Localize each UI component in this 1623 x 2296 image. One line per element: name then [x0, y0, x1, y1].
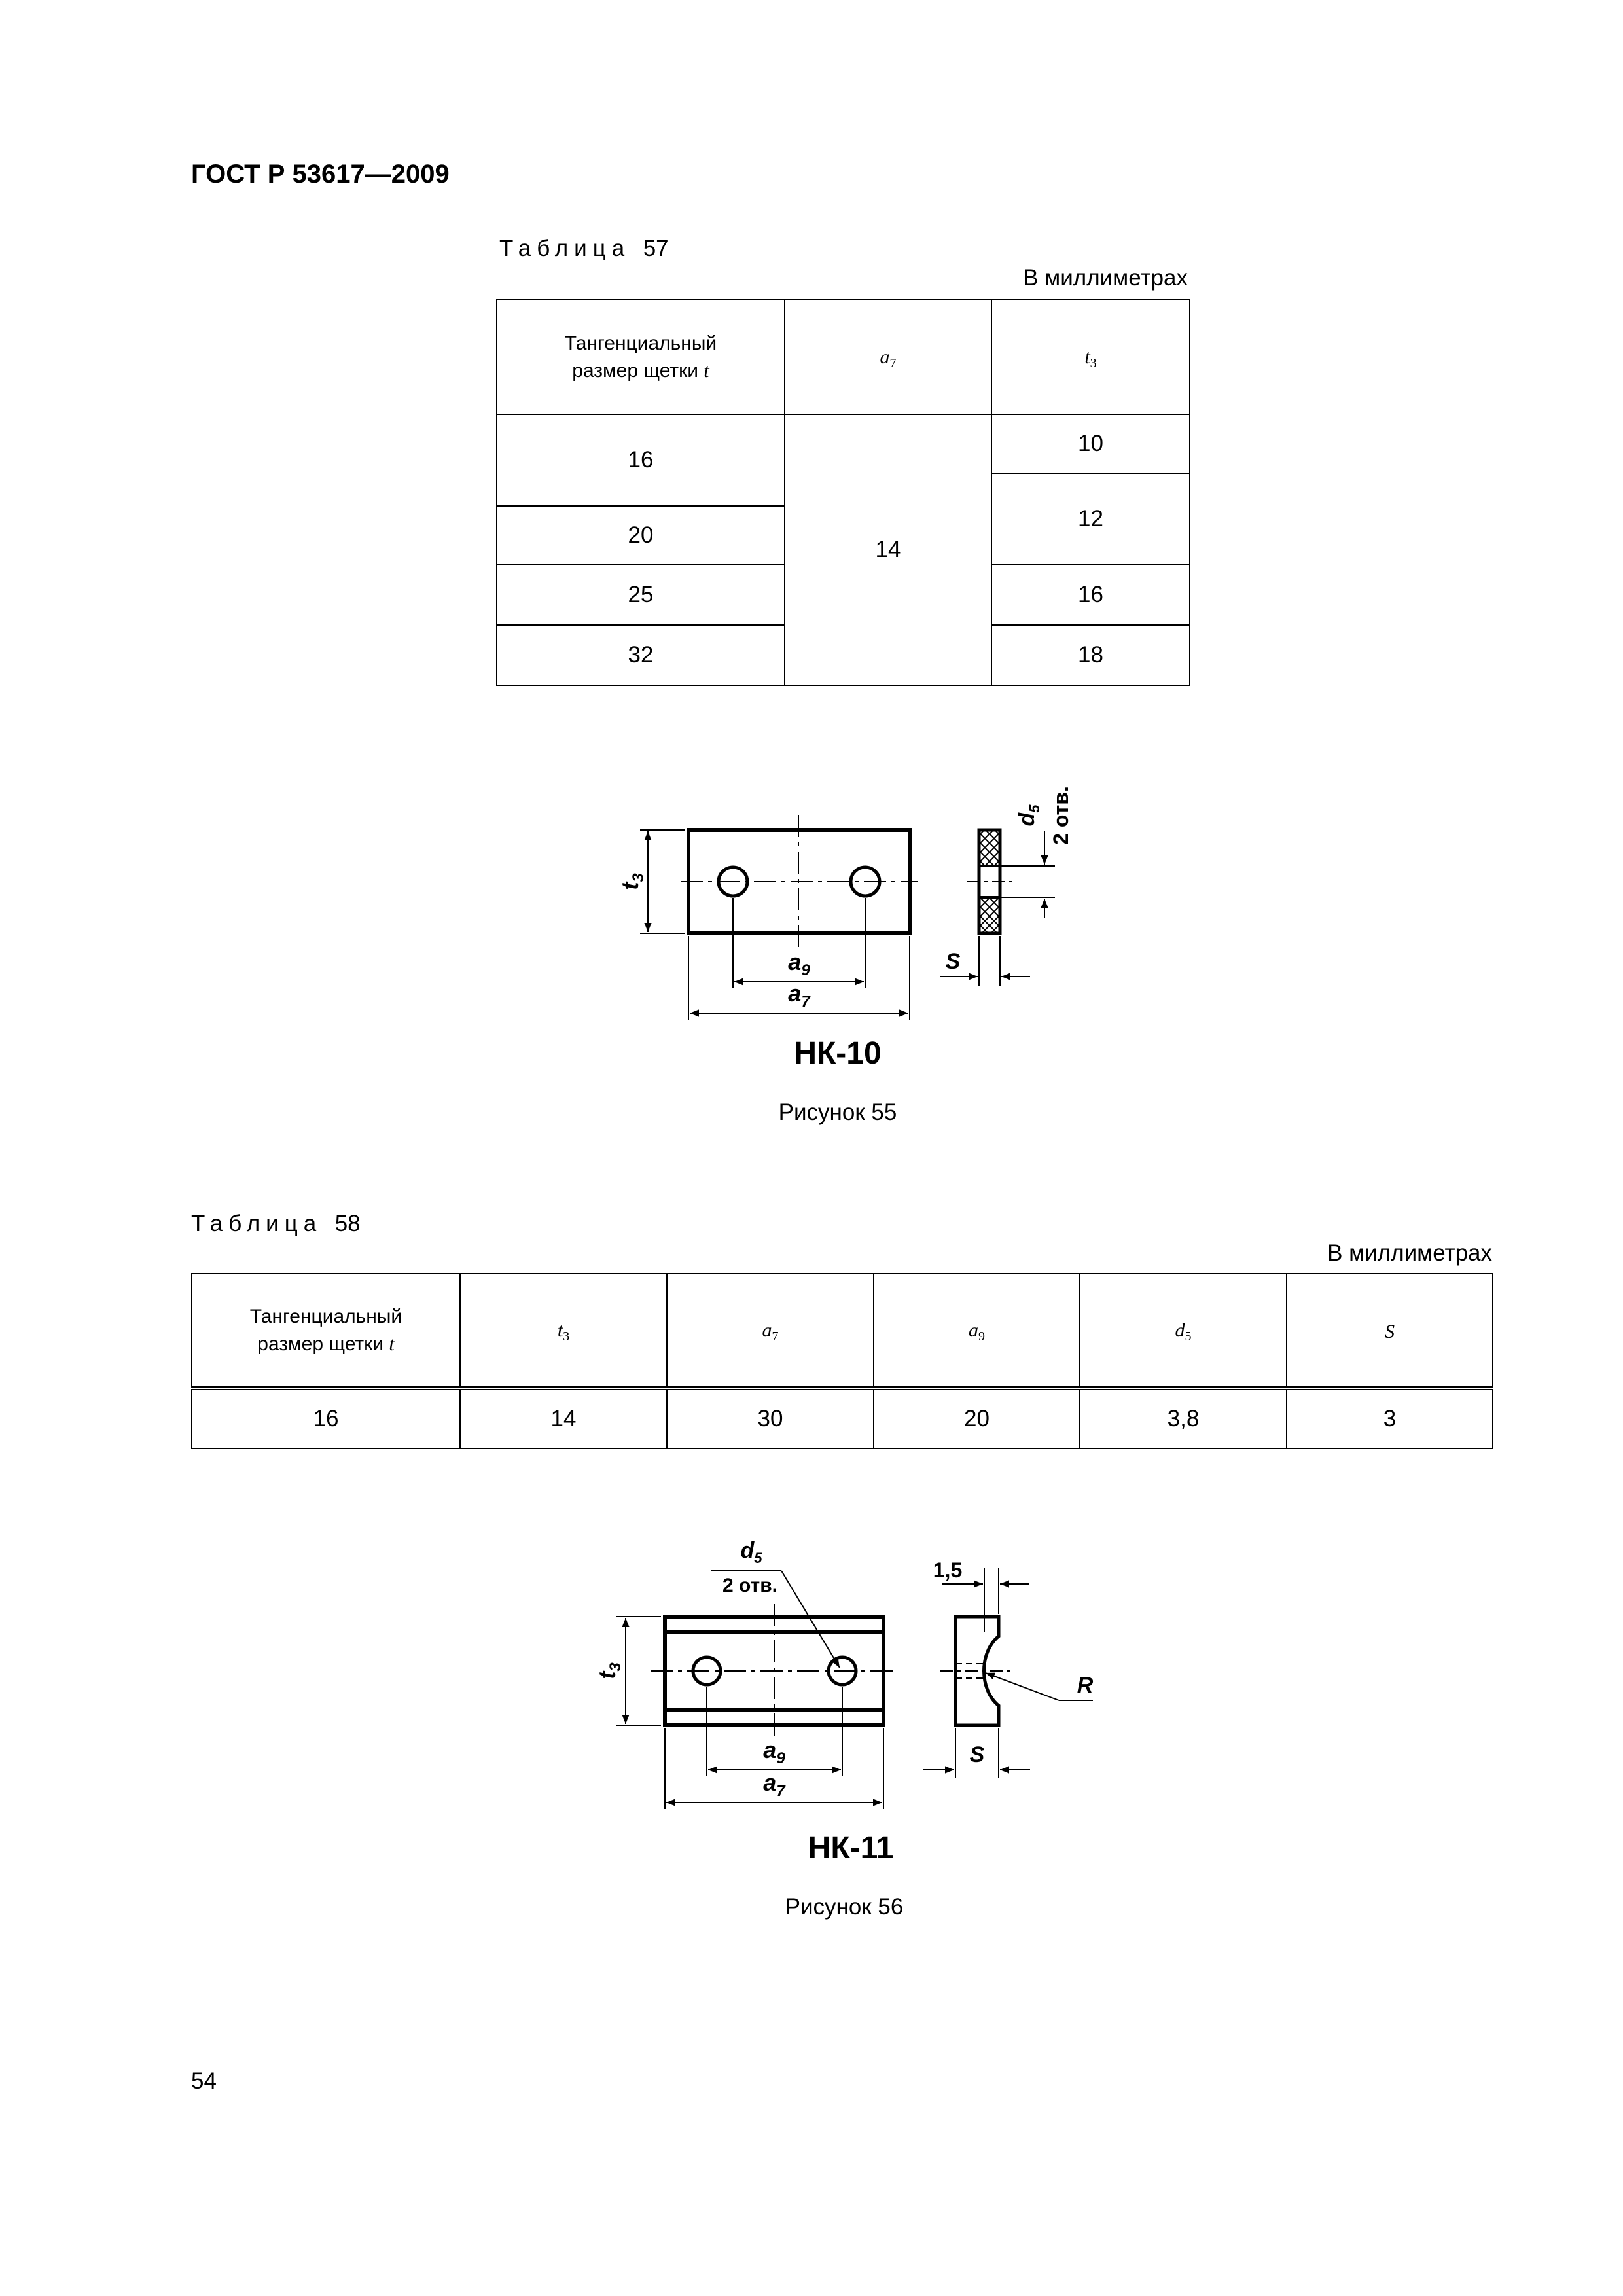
figure-55-title: НК-10	[794, 1036, 882, 1071]
table-57-cell-a7: 14	[784, 414, 992, 686]
table-57-cell-t: 32	[496, 624, 785, 686]
table-58-header-d5: d5	[1079, 1273, 1287, 1390]
fig56-label-r: R	[1077, 1673, 1094, 1698]
table-57-cell-t: 16	[496, 414, 785, 507]
figure-56-caption: Рисунок 56	[785, 1894, 904, 1920]
table-57-cell-t: 25	[496, 564, 785, 626]
fig56-leader-r	[985, 1672, 1060, 1701]
table-58-cell-d5: 3,8	[1079, 1388, 1287, 1449]
table-57-header-brush-size: Тангенциальный размер щетки t	[496, 299, 785, 415]
document-header: ГОСТ Р 53617—2009	[191, 160, 450, 188]
table-57: Тангенциальный размер щетки t a7 t3 16 1…	[496, 299, 1190, 686]
table-57-cell-t: 20	[496, 505, 785, 565]
table-57-header-a7: a7	[784, 299, 992, 415]
fig55-hole-right	[849, 865, 882, 898]
fig56-label-d5: d5	[740, 1538, 762, 1566]
fig56-label-t3: t3	[594, 1662, 624, 1679]
table-57-caption: Таблица 57	[499, 236, 669, 262]
fig55-hole-left	[717, 865, 749, 898]
fig55-label-a9: a9	[788, 948, 810, 979]
fig56-plate-side	[954, 1615, 1001, 1727]
table-57-header-t3: t3	[991, 299, 1190, 415]
table-57-caption-number: 57	[643, 236, 669, 261]
table-57-cell-t3: 12	[991, 473, 1190, 565]
table-57-cell-t3: 10	[991, 414, 1190, 474]
table-58-units: В миллиметрах	[1327, 1240, 1492, 1266]
table-58: Тангенциальный размер щетки t t3 a7 a9 d…	[191, 1273, 1493, 1449]
table-58-header-t3: t3	[459, 1273, 668, 1390]
table-58-caption-number: 58	[334, 1211, 361, 1236]
fig56-label-s: S	[970, 1742, 985, 1767]
fig55-label-t3: t3	[616, 873, 647, 890]
table-58-header-s: S	[1286, 1273, 1493, 1390]
fig55-label-holes: 2 отв.	[1049, 786, 1073, 845]
table-58-header-a9: a9	[873, 1273, 1080, 1390]
fig56-leader-d5	[781, 1570, 840, 1668]
fig56-label-15: 1,5	[933, 1558, 962, 1582]
fig56-label-a9: a9	[763, 1736, 785, 1767]
table-57-units: В миллиметрах	[1023, 265, 1188, 291]
fig56-hole-left	[691, 1655, 722, 1687]
table-58-cell-s: 3	[1286, 1388, 1493, 1449]
fig56-label-holes: 2 отв.	[722, 1575, 777, 1596]
table-58-header-brush-size: Тангенциальный размер щетки t	[191, 1273, 461, 1390]
table-58-cell-t: 16	[191, 1388, 461, 1449]
fig55-label-a7: a7	[788, 980, 811, 1011]
table-58-header-a7: a7	[666, 1273, 874, 1390]
table-57-cell-t3: 18	[991, 624, 1190, 686]
table-58-cell-t3: 14	[459, 1388, 668, 1449]
table-58-caption-word: Таблица	[191, 1211, 323, 1236]
table-57-cell-t3: 16	[991, 564, 1190, 626]
table-58-cell-a9: 20	[873, 1388, 1080, 1449]
figure-56-title: НК-11	[808, 1831, 894, 1865]
fig56-label-a7: a7	[763, 1769, 786, 1800]
fig56-hole-right	[827, 1655, 858, 1687]
table-57-caption-word: Таблица	[499, 236, 631, 261]
table-row: 16 14 30 20 3,8 3	[191, 1388, 1493, 1449]
page-number: 54	[191, 2068, 217, 2094]
fig55-label-d5: d5	[1014, 804, 1043, 827]
figure-55-caption: Рисунок 55	[778, 1100, 897, 1125]
fig55-label-s: S	[946, 949, 961, 974]
table-58-cell-a7: 30	[666, 1388, 874, 1449]
table-58-caption: Таблица 58	[191, 1211, 361, 1237]
